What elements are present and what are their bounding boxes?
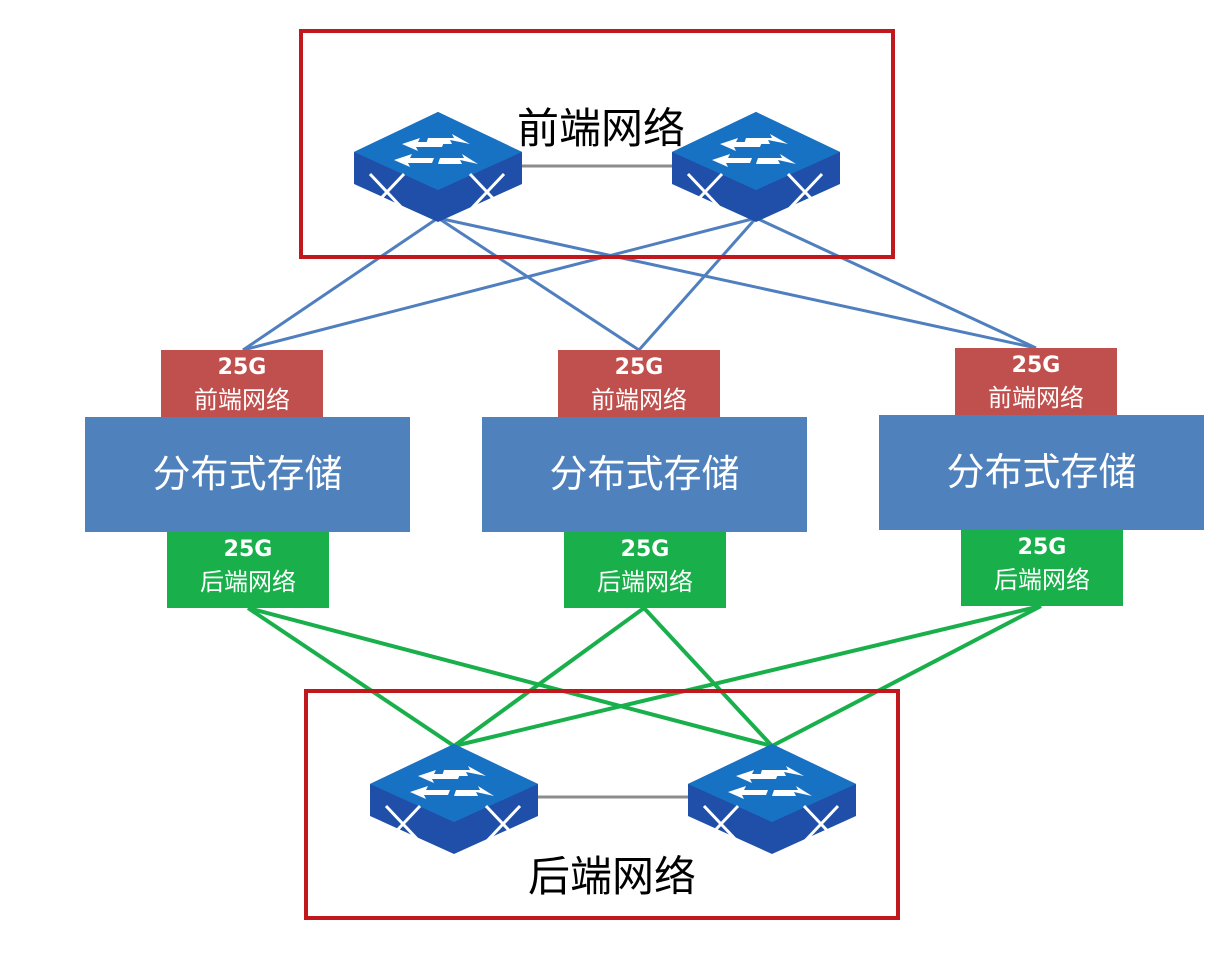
front-link-switch2-node3 (755, 216, 1037, 350)
back-link-switch1-node2 (452, 606, 646, 748)
storage-node-3: 25G 前端网络 分布式存储 25G 后端网络 (879, 348, 1204, 618)
storage-label: 分布式存储 (482, 417, 807, 532)
nic-speed: 25G (614, 355, 664, 380)
front-link-switch1-node1 (242, 216, 439, 352)
switch-icon (370, 744, 538, 858)
nic-label: 前端网络 (988, 384, 1084, 412)
front-switch-1 (354, 112, 522, 222)
back-link-switch1-node3 (453, 604, 1042, 748)
switch-icon (688, 744, 856, 858)
storage-node-2: 25G 前端网络 分布式存储 25G 后端网络 (482, 350, 807, 620)
nic-speed: 25G (620, 537, 670, 562)
nic-speed: 25G (1017, 535, 1067, 560)
nic-label: 前端网络 (591, 386, 687, 414)
front-link-switch2-node1 (242, 216, 757, 352)
front-link-switch2-node2 (637, 217, 758, 351)
front-link-switch1-node2 (437, 216, 640, 352)
nic-speed: 25G (217, 355, 267, 380)
nic-label: 后端网络 (994, 566, 1090, 594)
storage-label: 分布式存储 (879, 415, 1204, 530)
storage-label: 分布式存储 (85, 417, 410, 532)
front-network-title: 前端网络 (517, 104, 686, 153)
front-switch-2 (672, 112, 840, 222)
back-link-switch2-node2 (642, 606, 774, 748)
front-nic: 25G 前端网络 (955, 348, 1117, 418)
switch-icon (354, 112, 522, 226)
back-network-title: 后端网络 (528, 852, 697, 901)
nic-label: 后端网络 (200, 568, 296, 596)
back-link-switch2-node3 (771, 604, 1042, 748)
back-nic: 25G 后端网络 (564, 532, 726, 608)
front-network-links (242, 216, 1037, 352)
back-network-zone: 后端网络 (304, 689, 900, 920)
front-nic: 25G 前端网络 (161, 350, 323, 420)
nic-speed: 25G (1011, 353, 1061, 378)
back-link-switch2-node1 (247, 606, 773, 748)
back-switch-2 (688, 744, 856, 854)
nic-label: 前端网络 (194, 386, 290, 414)
back-switch-1 (370, 744, 538, 854)
back-nic: 25G 后端网络 (167, 532, 329, 608)
storage-node-1: 25G 前端网络 分布式存储 25G 后端网络 (85, 350, 410, 620)
nic-speed: 25G (223, 537, 273, 562)
back-link-switch1-node1 (246, 606, 456, 748)
front-nic: 25G 前端网络 (558, 350, 720, 420)
switch-icon (672, 112, 840, 226)
front-network-zone: 前端网络 (299, 29, 895, 259)
back-nic: 25G 后端网络 (961, 530, 1123, 606)
back-network-links (246, 604, 1042, 748)
front-link-switch1-node3 (437, 216, 1037, 350)
nic-label: 后端网络 (597, 568, 693, 596)
